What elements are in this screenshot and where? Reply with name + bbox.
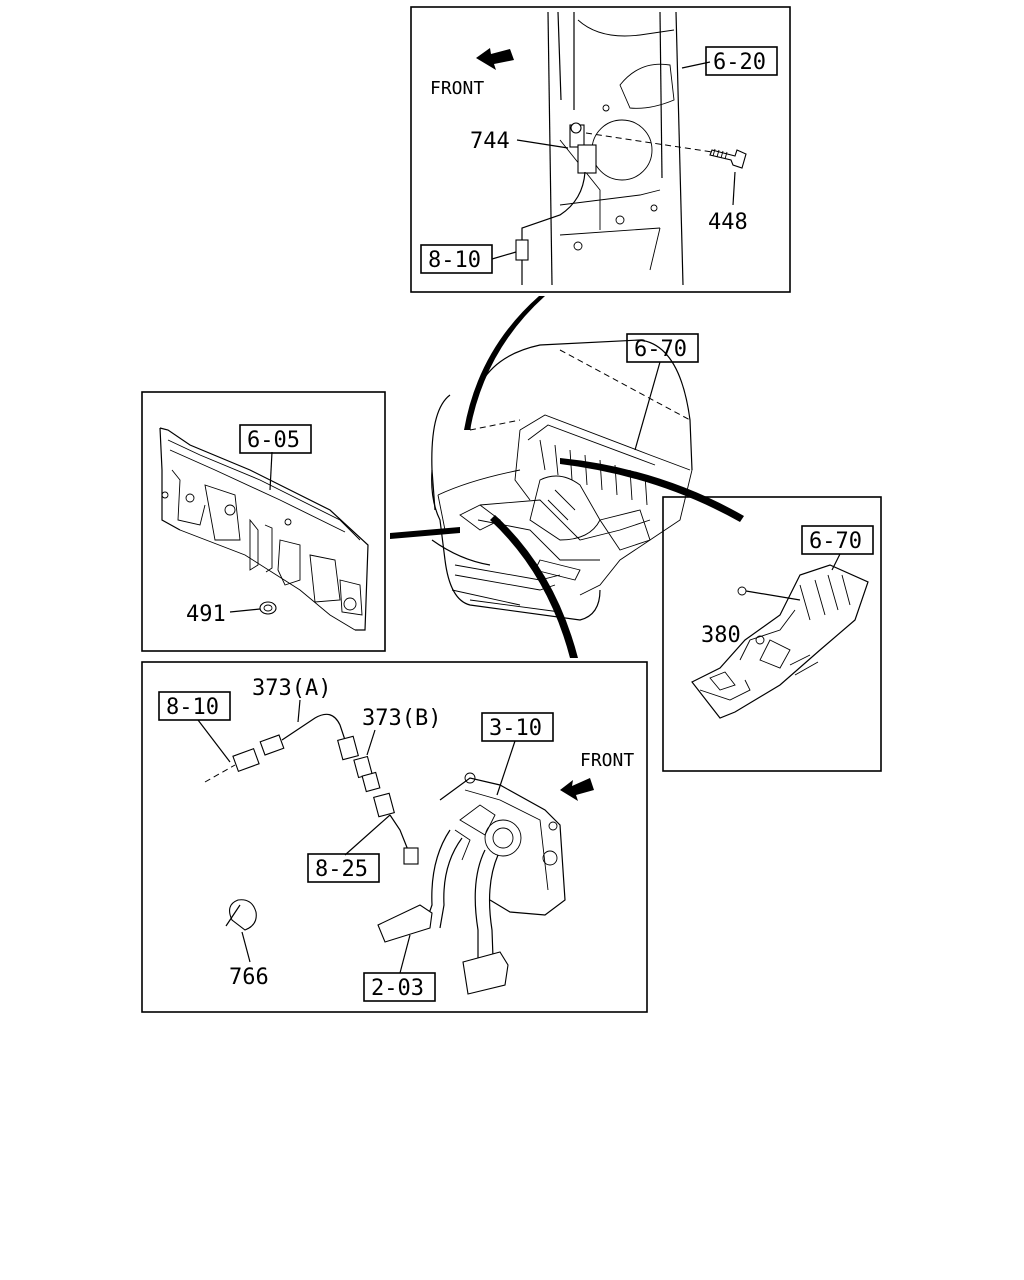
part-491: 491 [186,602,226,627]
ref-8-25: 8-25 [315,857,368,882]
vehicle-cab-illustration: 6-70 [390,296,744,658]
connector-arc-bottom [490,515,578,658]
ref-box-3-10 [481,712,554,742]
left-panel-frame [141,391,386,652]
part-744: 744 [470,129,510,154]
ref-6-70-center: 6-70 [634,337,687,362]
part-448: 448 [708,210,748,235]
part-373-a: 373(A) [252,676,331,701]
top-front-label: FRONT [430,78,484,99]
ref-6-70-right: 6-70 [809,529,862,554]
ref-box-8-25 [307,853,380,883]
left-detail-panel: 6-05 491 [141,391,386,652]
bottom-detail-panel: FRONT 8-10 3-10 8-25 2-03 373(A) 373(B) … [141,661,648,1013]
right-panel-frame [662,496,882,772]
part-373-b: 373(B) [362,706,441,731]
ref-3-10: 3-10 [489,716,542,741]
connector-arc-left [390,527,460,539]
ref-8-10-top: 8-10 [428,248,481,273]
front-arrow-icon [476,48,514,70]
part-766: 766 [229,965,269,990]
bottom-panel-frame [141,661,648,1013]
front-arrow-icon-bottom [560,778,594,801]
ref-box-8-10-bottom [158,691,231,721]
connector-arc-top [464,296,545,430]
ref-6-20: 6-20 [713,50,766,75]
ref-box-6-05 [239,424,312,454]
ref-box-6-70-center [626,333,699,363]
ref-box-6-20 [705,46,778,76]
top-detail-panel: FRONT 6-20 8-10 744 448 [410,6,791,293]
top-panel-frame [410,6,791,293]
ref-2-03: 2-03 [371,976,424,1001]
ref-8-10-bottom: 8-10 [166,695,219,720]
right-detail-panel: 6-70 380 [662,496,882,772]
ref-6-05: 6-05 [247,428,300,453]
bottom-front-label: FRONT [580,750,634,771]
connector-arc-right [560,458,744,522]
ref-box-6-70-right [801,525,874,555]
part-380: 380 [701,623,741,648]
ref-box-8-10-top [420,244,493,274]
ref-box-2-03 [363,972,436,1002]
